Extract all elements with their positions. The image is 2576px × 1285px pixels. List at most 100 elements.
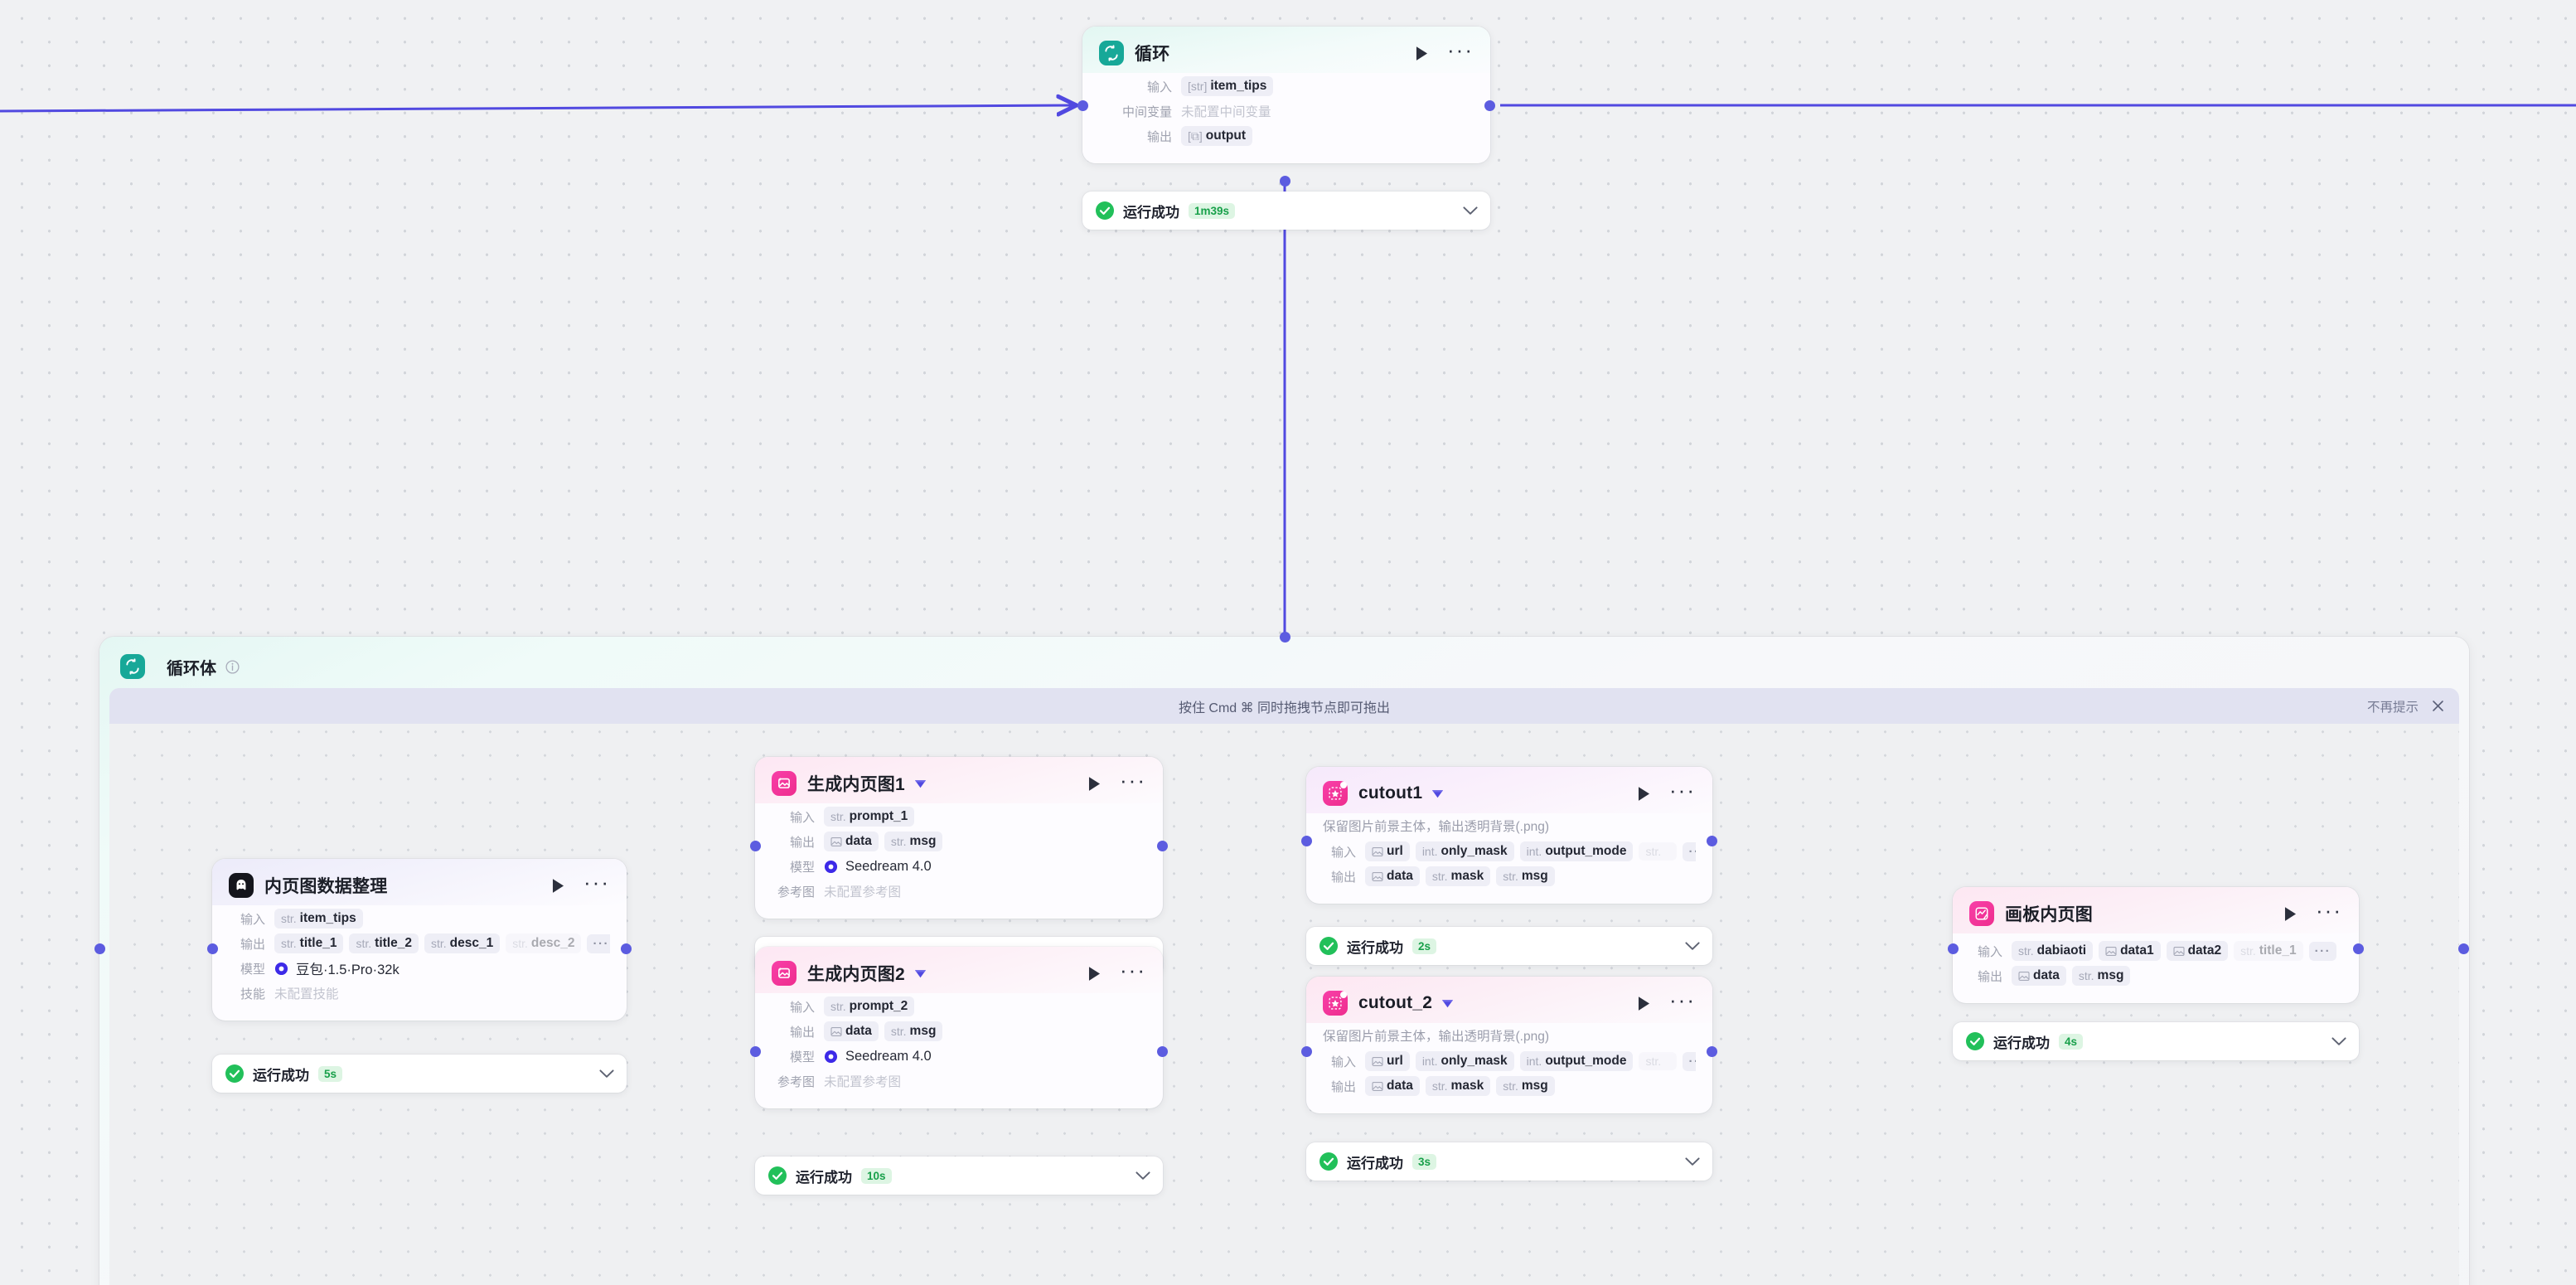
port-input[interactable] bbox=[1948, 943, 1959, 954]
port-output[interactable] bbox=[1484, 100, 1495, 111]
port-output[interactable] bbox=[1157, 1046, 1168, 1057]
port-chip[interactable]: data1 bbox=[2099, 941, 2161, 961]
port-loopbody-input[interactable] bbox=[94, 943, 105, 954]
status-bar-cutout-2[interactable]: 运行成功 3s bbox=[1306, 1142, 1712, 1181]
status-bar-cutout1[interactable]: 运行成功 2s bbox=[1306, 927, 1712, 965]
node-title: 画板内页图 bbox=[2005, 905, 2093, 924]
node-row-skill: 技能 未配置技能 bbox=[229, 982, 610, 1004]
run-button[interactable] bbox=[1637, 996, 1651, 1011]
port-chip[interactable]: str.mask bbox=[1425, 1076, 1491, 1096]
port-chip[interactable]: url bbox=[1365, 1051, 1410, 1071]
port-chip[interactable]: int.output_mode bbox=[1519, 841, 1634, 861]
more-options-button[interactable]: ··· bbox=[2316, 898, 2342, 923]
port-chip[interactable]: str.msg bbox=[884, 1021, 943, 1041]
port-chip[interactable]: url bbox=[1365, 841, 1410, 861]
port-loopbody-output[interactable] bbox=[2458, 943, 2469, 954]
port-chip[interactable]: data bbox=[1365, 1076, 1420, 1096]
port-chip[interactable]: data bbox=[1365, 866, 1420, 886]
port-chip[interactable]: str. bbox=[1639, 1052, 1678, 1070]
port-chip[interactable]: str. item_tips bbox=[274, 909, 363, 929]
dont-show-again-button[interactable]: 不再提示 bbox=[2366, 700, 2419, 715]
port-output[interactable] bbox=[1707, 836, 1717, 846]
more-chips-button[interactable]: ··· bbox=[1683, 1051, 1696, 1071]
node-row-reference: 参考图 未配置参考图 bbox=[772, 1070, 1146, 1092]
run-button[interactable] bbox=[1415, 46, 1429, 61]
port-chip[interactable]: [str] item_tips bbox=[1181, 76, 1274, 96]
port-chip[interactable]: str.dabiaoti bbox=[2012, 941, 2094, 961]
close-icon[interactable] bbox=[2432, 700, 2444, 712]
port-input[interactable] bbox=[207, 943, 218, 954]
port-chip[interactable]: str.desc_1 bbox=[424, 933, 501, 953]
chevron-down-icon[interactable] bbox=[1463, 206, 1478, 216]
more-options-button[interactable]: ··· bbox=[1447, 37, 1474, 62]
port-chip[interactable]: str.title_1 bbox=[2234, 941, 2303, 961]
chevron-down-icon[interactable] bbox=[599, 1069, 614, 1079]
run-button[interactable] bbox=[2283, 906, 2298, 922]
port-chip[interactable]: data2 bbox=[2166, 941, 2229, 961]
port-chip[interactable]: str.msg bbox=[1496, 1076, 1555, 1096]
port-input[interactable] bbox=[750, 841, 761, 851]
chevron-down-icon[interactable] bbox=[2331, 1036, 2346, 1046]
chevron-down-icon[interactable] bbox=[1135, 1171, 1150, 1181]
port-chip[interactable]: [⧉] output bbox=[1181, 126, 1252, 146]
node-gen-page-1[interactable]: 生成内页图1 ··· 输入 str.prompt_1 输出 data str.m… bbox=[755, 757, 1163, 919]
port-output[interactable] bbox=[1707, 1046, 1717, 1057]
status-bar-gen-page-2[interactable]: 运行成功 10s bbox=[755, 1156, 1163, 1195]
more-options-button[interactable]: ··· bbox=[1120, 958, 1146, 982]
more-chips-button[interactable]: ··· bbox=[1683, 841, 1696, 861]
port-chip[interactable]: str.prompt_1 bbox=[824, 807, 915, 827]
port-bottom[interactable] bbox=[1280, 176, 1290, 187]
port-chip[interactable]: data bbox=[824, 1021, 879, 1041]
more-chips-button[interactable]: ··· bbox=[587, 933, 610, 953]
port-output[interactable] bbox=[1157, 841, 1168, 851]
port-loopbody-top[interactable] bbox=[1280, 632, 1290, 642]
chevron-down-icon[interactable] bbox=[1685, 1156, 1700, 1166]
node-row-input: 输入 str. item_tips bbox=[229, 908, 610, 929]
port-chip[interactable]: int.only_mask bbox=[1415, 841, 1514, 861]
port-input[interactable] bbox=[1077, 100, 1088, 111]
port-chip[interactable]: str.mask bbox=[1425, 866, 1491, 886]
port-output[interactable] bbox=[621, 943, 632, 954]
chip-name: data bbox=[845, 834, 872, 848]
run-button[interactable] bbox=[1087, 966, 1102, 982]
port-chip[interactable]: str.title_2 bbox=[349, 933, 419, 953]
run-button[interactable] bbox=[551, 878, 565, 894]
status-text: 运行成功 bbox=[1347, 939, 1403, 956]
status-bar-loop[interactable]: 运行成功 1m39s bbox=[1082, 192, 1490, 230]
port-chip[interactable]: int.only_mask bbox=[1415, 1051, 1514, 1071]
port-chip[interactable]: str.prompt_2 bbox=[824, 996, 915, 1016]
node-data-arrange[interactable]: 内页图数据整理 ··· 输入 str. item_tips 输出 str.tit… bbox=[212, 859, 627, 1021]
port-input[interactable] bbox=[1301, 836, 1312, 846]
run-button[interactable] bbox=[1637, 786, 1651, 802]
port-chip[interactable]: int.output_mode bbox=[1519, 1051, 1634, 1071]
port-chip[interactable]: str.msg bbox=[1496, 866, 1555, 886]
port-chip[interactable]: str.msg bbox=[2071, 966, 2131, 986]
port-output[interactable] bbox=[2353, 943, 2364, 954]
port-input[interactable] bbox=[750, 1046, 761, 1057]
more-options-button[interactable]: ··· bbox=[1669, 778, 1696, 803]
node-cutout1[interactable]: cutout1 ··· 保留图片前景主体，输出透明背景(.png) 输入 url… bbox=[1306, 767, 1712, 904]
more-options-button[interactable]: ··· bbox=[583, 870, 610, 895]
port-chip[interactable]: str. bbox=[1639, 842, 1678, 861]
more-chips-button[interactable]: ··· bbox=[2308, 941, 2337, 961]
port-chip[interactable]: data bbox=[824, 832, 879, 851]
port-chip[interactable]: str.desc_2 bbox=[506, 933, 582, 953]
port-chip[interactable]: str.msg bbox=[884, 832, 943, 851]
node-canvas-page[interactable]: 画板内页图 ··· 输入 str.dabiaoti data1 data2 st… bbox=[1953, 887, 2359, 1003]
port-chip[interactable]: data bbox=[2012, 966, 2066, 986]
node-gen-page-2[interactable]: 生成内页图2 ··· 输入 str.prompt_2 输出 data str.m… bbox=[755, 947, 1163, 1108]
node-cutout-2[interactable]: cutout_2 ··· 保留图片前景主体，输出透明背景(.png) 输入 ur… bbox=[1306, 977, 1712, 1113]
port-input[interactable] bbox=[1301, 1046, 1312, 1057]
chevron-down-icon[interactable] bbox=[1685, 941, 1700, 951]
status-bar-canvas-page[interactable]: 运行成功 4s bbox=[1953, 1022, 2359, 1060]
port-chip[interactable]: str.title_1 bbox=[274, 933, 344, 953]
more-options-button[interactable]: ··· bbox=[1669, 987, 1696, 1012]
node-loop[interactable]: 循环 ··· 输入 [str] item_tips 中间变量 未配置中间变量 输… bbox=[1082, 27, 1490, 163]
run-button[interactable] bbox=[1087, 776, 1102, 792]
image-gen-icon bbox=[772, 961, 797, 986]
more-options-button[interactable]: ··· bbox=[1120, 768, 1146, 793]
info-icon[interactable] bbox=[225, 659, 240, 674]
chip-type: str. bbox=[2240, 944, 2256, 958]
status-bar-data-arrange[interactable]: 运行成功 5s bbox=[212, 1055, 627, 1093]
